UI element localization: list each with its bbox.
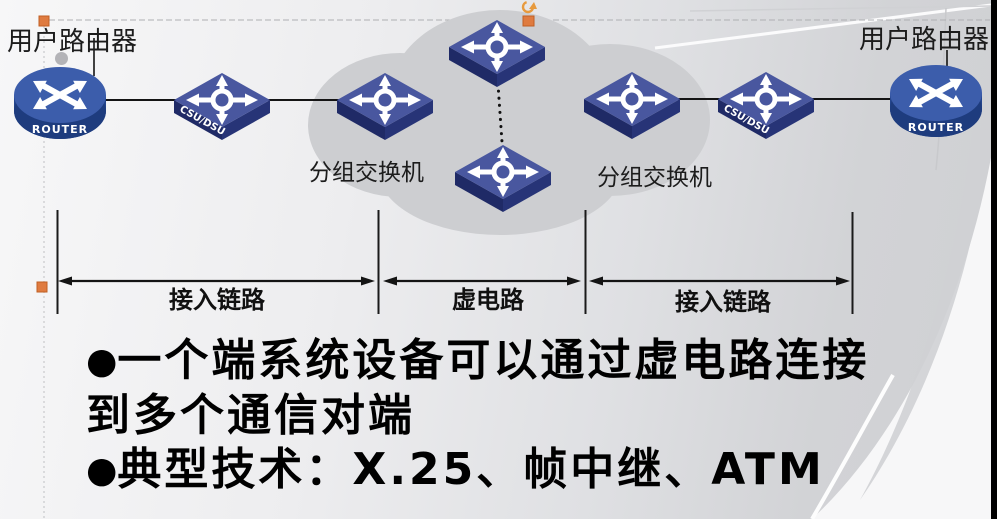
page-edge-highlight-top (654, 3, 992, 50)
label-access-link-left: 接入链路 (169, 286, 265, 314)
bullet-2-line: ●典型技术：X.25、帧中继、ATM (86, 443, 966, 498)
dotted-line-switches (496, 82, 504, 144)
resize-handle-top-center[interactable] (522, 15, 535, 27)
rotate-handle-arrow[interactable] (529, 2, 537, 9)
bullet-text-block: ●一个端系统设备可以通过虚电路连接 到多个通信对端 ●典型技术：X.25、帧中继… (86, 334, 966, 498)
label-access-link-right: 接入链路 (675, 288, 771, 316)
connection-lines (93, 38, 948, 101)
bullet-marker: ● (86, 341, 118, 382)
selection-handles (36, 0, 537, 293)
screen-edge-black-strip (991, 0, 997, 519)
csu-dsu-right-icon[interactable]: CSU/DSU (718, 72, 814, 139)
label-user-router-right: 用户路由器 (859, 25, 990, 55)
page-edge-line-top (689, 5, 992, 12)
csu-dsu-left-icon[interactable]: CSU/DSU (174, 73, 270, 140)
bullet-1-text-b: 到多个通信对端 (86, 390, 415, 441)
resize-handle-top-left[interactable] (38, 15, 50, 27)
measure-ticks (56, 210, 854, 314)
bullet-2-text: 典型技术：X.25、帧中继、ATM (117, 444, 825, 495)
label-user-router-left: 用户路由器 (7, 27, 138, 57)
bullet-1-line-2: 到多个通信对端 (86, 389, 966, 443)
bullet-1-text-a: 一个端系统设备可以通过虚电路连接 (117, 335, 870, 386)
page-edge-highlight-bottom (810, 374, 895, 519)
router-left-icon[interactable]: ROUTER (14, 67, 106, 139)
label-virtual-circuit: 虚电路 (452, 286, 524, 314)
bullet-1-line-1: ●一个端系统设备可以通过虚电路连接 (86, 334, 966, 389)
router-left-text: ROUTER (32, 123, 88, 136)
label-packet-switch-right: 分组交换机 (597, 165, 712, 191)
measure-arrows (58, 276, 850, 286)
page-corner-white-wedge (812, 120, 997, 519)
page-edge-band (860, 128, 990, 500)
router-right-icon[interactable]: ROUTER (890, 65, 982, 137)
label-packet-switch-left: 分组交换机 (309, 160, 424, 186)
bullet-marker-2: ● (86, 450, 118, 491)
gray-dot-decor (55, 52, 68, 65)
router-right-text: ROUTER (908, 121, 964, 134)
resize-handle-left-middle[interactable] (36, 281, 48, 293)
